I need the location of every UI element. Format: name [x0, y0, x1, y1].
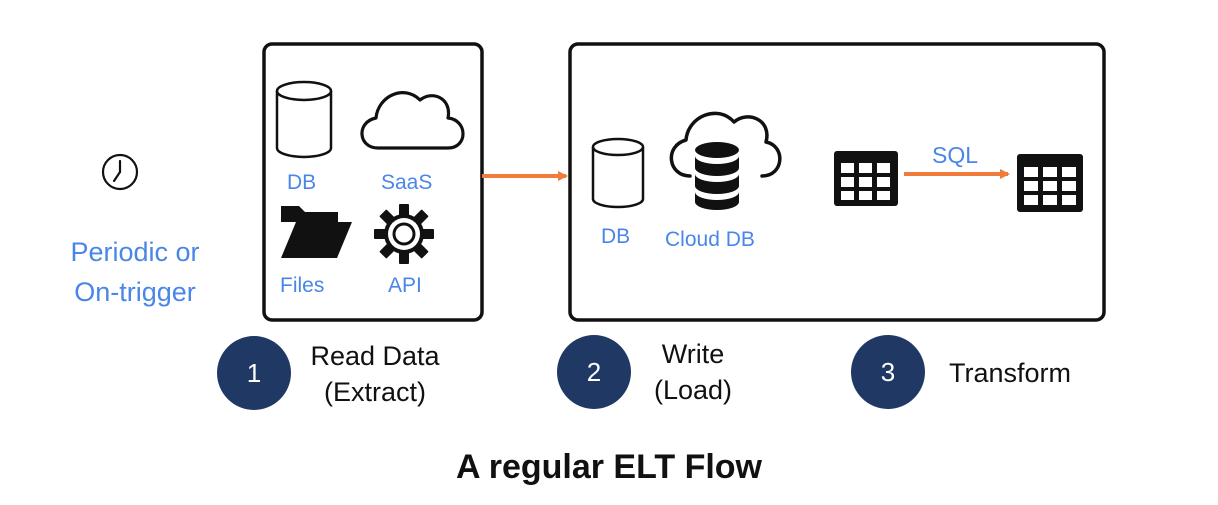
- step-2-label-line1: Write: [661, 339, 725, 369]
- load-box: [568, 42, 1106, 322]
- database-icon: [275, 80, 333, 159]
- diagram-title: A regular ELT Flow: [455, 448, 763, 486]
- step-3-label: Transform: [930, 355, 1090, 391]
- source-label-files: Files: [280, 274, 325, 297]
- step-1-label: Read Data (Extract): [290, 338, 460, 410]
- source-label-saas: SaaS: [381, 171, 433, 194]
- source-label-db: DB: [287, 171, 317, 194]
- gear-icon: [374, 204, 434, 264]
- database-icon: [591, 137, 645, 209]
- clock-icon: [101, 153, 139, 191]
- step-3-label-line1: Transform: [948, 358, 1071, 388]
- step-1-label-line1: Read Data: [310, 341, 440, 371]
- table-icon: [834, 151, 898, 206]
- cloud-icon: [360, 91, 465, 150]
- step-1-label-line2: (Extract): [323, 377, 426, 407]
- trigger-label: Periodic or On-trigger: [50, 232, 220, 312]
- step-3-badge: 3: [851, 335, 925, 409]
- trigger-label-line2: On-trigger: [74, 277, 196, 307]
- cloud-database-icon: [669, 111, 782, 210]
- source-label-api: API: [388, 274, 422, 297]
- step-2-label-line2: (Load): [653, 375, 733, 405]
- folder-icon: [281, 206, 352, 258]
- extract-box: [262, 42, 484, 322]
- step-2-label: Write (Load): [628, 336, 758, 408]
- step-2-badge: 2: [557, 335, 631, 409]
- trigger-label-line1: Periodic or: [70, 237, 200, 267]
- table-icon: [1017, 154, 1083, 212]
- sql-label: SQL: [932, 142, 979, 168]
- step-1-badge: 1: [217, 336, 291, 410]
- target-label-cloud-db: Cloud DB: [665, 228, 755, 251]
- target-label-db: DB: [601, 225, 631, 248]
